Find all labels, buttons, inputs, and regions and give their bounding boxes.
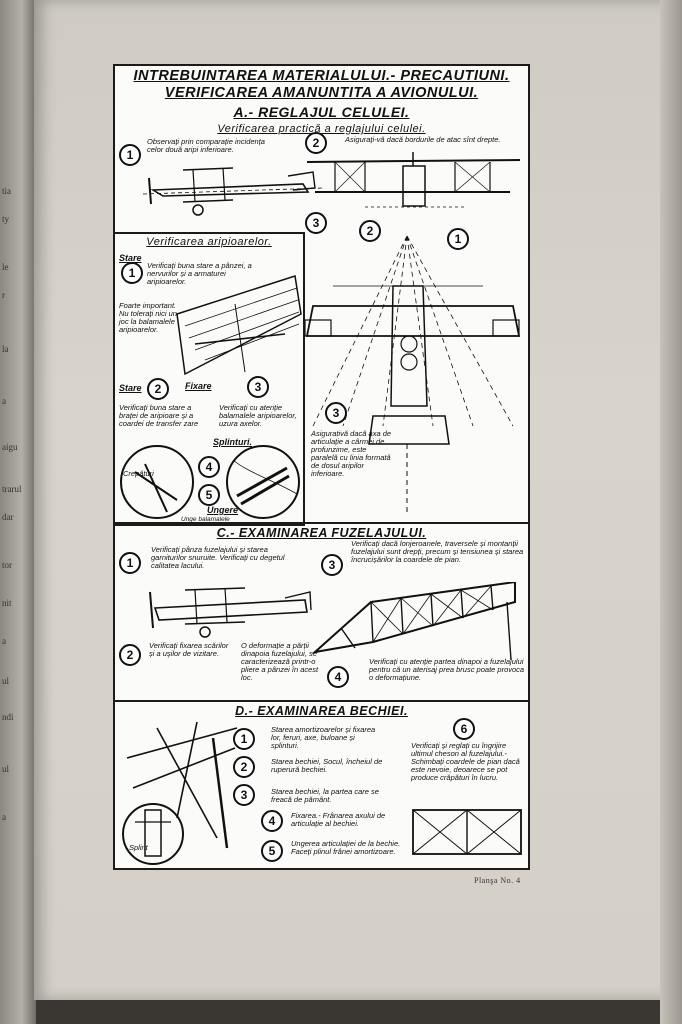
section-c-note-4: Verificați cu atenție partea dinapoi a f…: [369, 657, 525, 682]
section-d-item-4: Fixarea.- Frânarea axului de articulație…: [291, 811, 386, 828]
right-page-edge: [660, 0, 682, 1024]
section-a-subtitle: Verificarea practică a reglajului celule…: [217, 123, 426, 135]
left-page-text: tor: [2, 560, 12, 570]
tailskid-illustration: [122, 721, 238, 865]
ungere-note: Unge balamalele: [181, 516, 230, 523]
step-4-marker: 4: [198, 456, 220, 478]
step-2-marker: 2: [359, 220, 381, 242]
section-c-title: C.- EXAMINAREA FUZELAJULUI.: [216, 526, 427, 540]
section-b-panel: [115, 232, 305, 526]
instruction-plate: INTREBUINTAREA MATERIALULUI.- PRECAUTIUN…: [113, 64, 530, 870]
section-a-note-1: Observați prin comparație incidența celo…: [147, 137, 265, 154]
aircraft-top-view-illustration: [304, 235, 521, 516]
ungere-label: Ungere: [207, 505, 239, 515]
left-page-text: nit: [2, 598, 12, 608]
step-1-marker: 1: [119, 144, 141, 166]
section-d-item-3: Starea bechiei, la partea care se freacă…: [271, 787, 379, 804]
left-page-text: a: [2, 396, 6, 406]
step-1-marker: 1: [119, 552, 141, 574]
plate-title-line1: INTREBUINTAREA MATERIALULUI.- PRECAUTIUN…: [133, 68, 510, 84]
section-b-title: Verificarea aripioarelor.: [146, 236, 272, 248]
section-d-item-2: Starea bechiei, Socul, încheiul de ruper…: [271, 757, 383, 774]
section-a-title: A.- REGLAJUL CELULEI.: [233, 104, 410, 120]
section-b-note-stare2: Verificați buna stare a braței de aripio…: [119, 403, 199, 428]
section-d-item-6: Verificați și reglați cu îngrijire ultim…: [411, 741, 520, 782]
step-3-marker: 3: [305, 212, 327, 234]
crepaturi-label: Crepături: [123, 469, 154, 478]
section-b-note-stare: Verificați buna stare a pânzei, a nervur…: [147, 261, 252, 286]
section-a-note-3: Asigurativă dacă axa de articulație a câ…: [311, 429, 392, 478]
left-page-text: trarul: [2, 484, 22, 494]
splint-label: Splint: [129, 843, 148, 852]
hinge-detail-circles: [120, 445, 300, 519]
left-page-text: dar: [2, 512, 14, 522]
section-d-title: D.- EXAMINAREA BECHIEI.: [235, 704, 408, 718]
aircraft-side-view-illustration: [143, 167, 323, 216]
splinturi-label: Splinturi.: [213, 437, 252, 447]
left-page-text: la: [2, 344, 9, 354]
step-5-marker: 5: [261, 840, 283, 862]
left-page-edge: tia ty le r la a aigu trarul dar tor nit…: [0, 0, 36, 1024]
section-c-note-3: Verificați dacă lonjeroanele, traversele…: [351, 539, 524, 564]
left-page-text: a: [2, 636, 6, 646]
left-page-text: tia: [2, 186, 11, 196]
step-2-marker: 2: [233, 756, 255, 778]
left-page-text: ul: [2, 676, 10, 686]
left-page-text: a: [2, 812, 6, 822]
step-1-marker: 1: [447, 228, 469, 250]
section-a-note-2: Asigurați-vă dacă bordurile de atac sînt…: [345, 135, 501, 144]
aileron-wing-illustration: [176, 275, 302, 376]
plate-title-line2: VERIFICAREA AMANUNTITA A AVIONULUI.: [164, 85, 479, 101]
step-3-marker: 3: [321, 554, 343, 576]
fuselage-frame-illustration: [311, 582, 516, 661]
step-3-marker: 3: [247, 376, 269, 398]
step-2-marker: 2: [305, 132, 327, 154]
fuselage-rear-bay-illustration: [412, 809, 522, 855]
step-1-marker: 1: [233, 728, 255, 750]
step-1-marker: 1: [121, 262, 143, 284]
left-page-text: ty: [2, 214, 10, 224]
section-c-note-2: Verificați fixarea scărilor și a uşilor …: [149, 641, 229, 658]
section-c-note-deform: O deformație a părții dinapoia fuzelajul…: [241, 641, 319, 682]
section-divider: [115, 700, 528, 702]
section-b-important-note: Foarte important. Nu tolerați nici un jo…: [119, 301, 177, 334]
step-3-marker: 3: [233, 784, 255, 806]
step-3-marker: 3: [325, 402, 347, 424]
stare-label-2: Stare: [119, 383, 142, 393]
aircraft-front-view-illustration: [306, 152, 521, 208]
section-d-item-1: Starea amortizoarelor și fixarea lor, fe…: [271, 725, 376, 750]
left-page-text: ndi: [2, 712, 14, 722]
left-page-text: r: [2, 290, 5, 300]
section-b-note-fixare: Verificați cu atenție balamalele aripioa…: [219, 403, 297, 428]
step-6-marker: 6: [453, 718, 475, 740]
plate-number: Planşa No. 4: [474, 876, 521, 885]
left-page-text: ul: [2, 764, 10, 774]
section-d-item-5: Ungerea articulației de la bechie. Faceț…: [291, 839, 401, 856]
step-2-marker: 2: [119, 644, 141, 666]
step-4-marker: 4: [261, 810, 283, 832]
stare-label: Stare: [119, 253, 142, 263]
section-c-note-1: Verificați pânza fuzelajului și starea g…: [151, 545, 285, 570]
step-4-marker: 4: [327, 666, 349, 688]
section-divider: [115, 522, 528, 524]
step-5-marker: 5: [198, 484, 220, 506]
step-2-marker: 2: [147, 378, 169, 400]
fixare-label: Fixare: [185, 381, 212, 391]
fuselage-side-illustration: [149, 587, 312, 638]
left-page-text: aigu: [2, 442, 18, 452]
left-page-text: le: [2, 262, 9, 272]
